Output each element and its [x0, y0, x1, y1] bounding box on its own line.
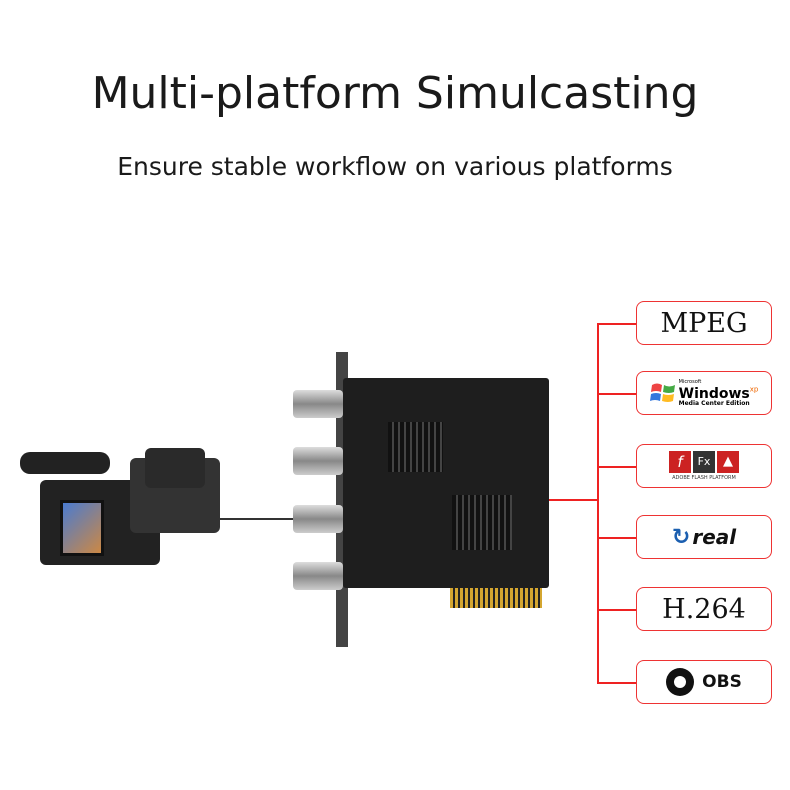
- mpeg-text-logo: MPEG: [660, 307, 748, 339]
- platform-mpeg: MPEG: [636, 301, 772, 345]
- platform-obs: OBS: [636, 660, 772, 704]
- windows-label: Windows: [678, 385, 750, 402]
- connector-line: [597, 609, 637, 611]
- obs-logo-icon: [666, 668, 695, 696]
- connector-line: [597, 323, 599, 684]
- page-title: Multi-platform Simulcasting: [91, 68, 699, 119]
- connector-line: [597, 393, 637, 395]
- platform-real: ↻ real: [636, 515, 772, 559]
- real-label: real: [692, 525, 737, 549]
- realplayer-logo-icon: ↻: [671, 524, 691, 550]
- edition-label: Media Center Edition: [678, 399, 750, 407]
- xp-label: xp: [749, 385, 759, 394]
- connector-line: [597, 323, 637, 325]
- air-tile: ▲: [717, 451, 739, 473]
- windows-logo-icon: [649, 383, 675, 402]
- flex-tile: Fx: [693, 451, 715, 473]
- adobe-caption: ADOBE FLASH PLATFORM: [672, 475, 736, 481]
- page-subtitle: Ensure stable workflow on various platfo…: [117, 152, 673, 181]
- connector-line: [597, 537, 637, 539]
- platform-h264: H.264: [636, 587, 772, 631]
- platform-adobe-flash: f Fx ▲ ADOBE FLASH PLATFORM: [636, 444, 772, 488]
- flash-tile: f: [669, 451, 691, 473]
- microsoft-label: Microsoft: [678, 378, 702, 385]
- h264-text-logo: H.264: [662, 593, 746, 625]
- platform-windows-xp-mce: Microsoft Windowsxp Media Center Edition: [636, 371, 772, 415]
- connector-line: [597, 682, 637, 684]
- connector-line: [597, 466, 637, 468]
- adobe-flash-logo-icon: f Fx ▲: [669, 451, 739, 473]
- obs-label: OBS: [702, 672, 742, 692]
- connector-line: [549, 499, 599, 501]
